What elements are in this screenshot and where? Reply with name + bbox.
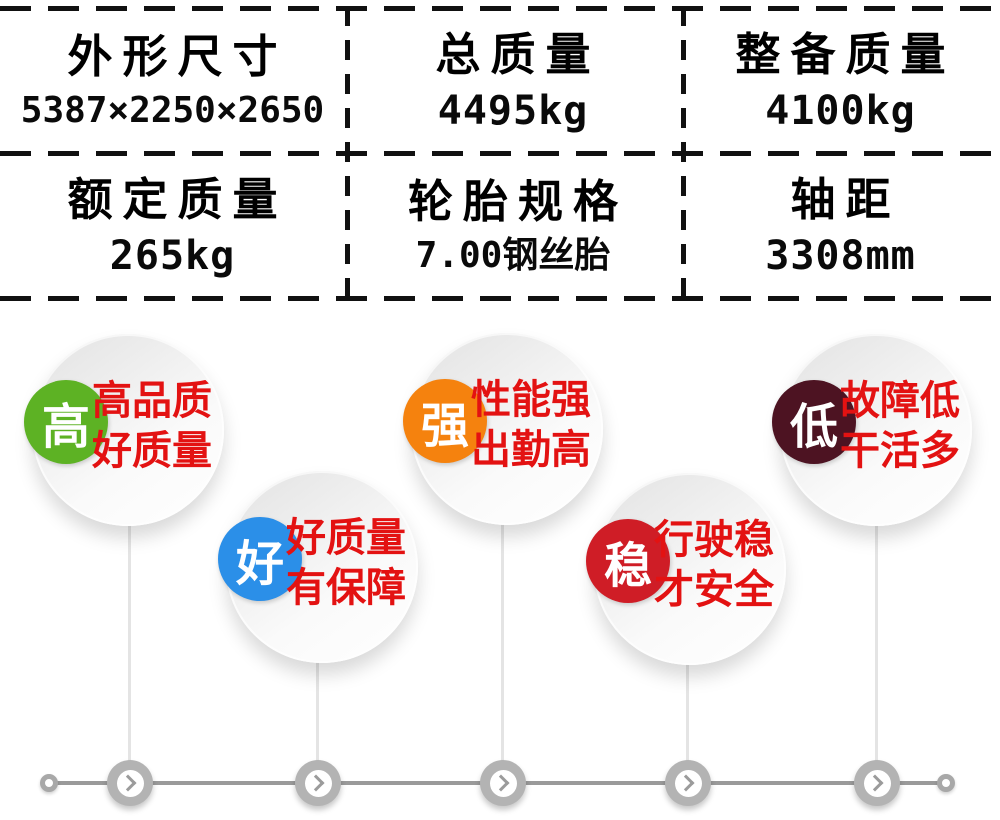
chevron-right-icon — [307, 774, 325, 792]
feature-text: 高品质 好质量 — [92, 376, 218, 476]
table-border-bottom — [0, 296, 1000, 301]
feature-line1: 性能强 — [471, 378, 591, 422]
table-divider-col1 — [345, 6, 350, 299]
spec-label: 外形尺寸 — [67, 30, 288, 82]
table-divider-col2 — [681, 6, 686, 299]
timeline-node-inner — [304, 769, 332, 797]
chevron-right-icon — [492, 774, 510, 792]
timeline-node — [665, 760, 711, 806]
feature-text: 行驶稳 才安全 — [654, 515, 780, 615]
spec-cell-rated-mass: 额定质量 265kg — [0, 156, 345, 296]
feature-line1: 好质量 — [286, 516, 406, 560]
spec-cell-wheelbase: 轴距 3308mm — [681, 156, 1000, 296]
spec-value: 265kg — [109, 232, 236, 279]
feature-line2: 干活多 — [840, 429, 960, 473]
feature-circle-guaranteed: 好 好质量 有保障 — [218, 471, 418, 663]
spec-value: 7.00钢丝胎 — [415, 234, 611, 276]
feature-line1: 故障低 — [840, 379, 960, 423]
timeline-node-inner — [863, 769, 891, 797]
connector-stem — [501, 524, 504, 762]
timeline-node — [107, 760, 153, 806]
spec-value: 3308mm — [765, 232, 916, 279]
feature-text: 好质量 有保障 — [286, 513, 412, 613]
feature-badge: 强 — [403, 379, 487, 463]
connector-stem — [875, 525, 878, 762]
spec-label: 额定质量 — [67, 173, 288, 225]
feature-badge: 高 — [24, 380, 108, 464]
feature-text: 故障低 干活多 — [840, 376, 966, 476]
timeline-node-inner — [489, 769, 517, 797]
chevron-right-icon — [677, 774, 695, 792]
spec-value: 4495kg — [437, 87, 589, 134]
spec-value: 4100kg — [765, 87, 916, 134]
timeline-node-inner — [116, 769, 144, 797]
spec-value: 5387×2250×2650 — [20, 89, 325, 131]
spec-label: 轴距 — [790, 173, 901, 225]
feature-badge: 好 — [218, 517, 302, 601]
timeline-node — [295, 760, 341, 806]
spec-cell-tire-spec: 轮胎规格 7.00钢丝胎 — [345, 156, 681, 296]
timeline-end-dot-left — [40, 774, 58, 792]
feature-circle-performance: 强 性能强 出勤高 — [403, 333, 603, 525]
connector-stem — [128, 525, 131, 762]
timeline-node — [480, 760, 526, 806]
feature-text: 性能强 出勤高 — [471, 375, 597, 475]
spec-cell-dimensions: 外形尺寸 5387×2250×2650 — [0, 11, 345, 151]
timeline-node — [854, 760, 900, 806]
feature-circle-low-failure: 低 故障低 干活多 — [772, 334, 972, 526]
feature-line2: 好质量 — [92, 429, 212, 473]
timeline-node-inner — [674, 769, 702, 797]
connector-stem — [316, 662, 319, 762]
table-border-top — [0, 6, 1000, 11]
spec-cell-curb-mass: 整备质量 4100kg — [681, 11, 1000, 151]
spec-label: 轮胎规格 — [407, 175, 628, 227]
feature-line1: 高品质 — [92, 379, 212, 423]
table-border-middle — [0, 151, 1000, 156]
spec-label: 总质量 — [435, 28, 601, 80]
feature-badge: 稳 — [586, 519, 670, 603]
feature-line1: 行驶稳 — [654, 518, 774, 562]
spec-cell-gross-mass: 总质量 4495kg — [345, 11, 681, 151]
connector-stem — [686, 664, 689, 762]
feature-badge: 低 — [772, 380, 856, 464]
timeline-end-dot-right — [937, 774, 955, 792]
chevron-right-icon — [119, 774, 137, 792]
feature-line2: 有保障 — [286, 566, 406, 610]
feature-line2: 才安全 — [654, 568, 774, 612]
feature-line2: 出勤高 — [471, 428, 591, 472]
feature-circle-stability: 稳 行驶稳 才安全 — [586, 473, 786, 665]
spec-label: 整备质量 — [735, 28, 956, 80]
feature-circle-high-quality: 高 高品质 好质量 — [24, 334, 224, 526]
chevron-right-icon — [866, 774, 884, 792]
